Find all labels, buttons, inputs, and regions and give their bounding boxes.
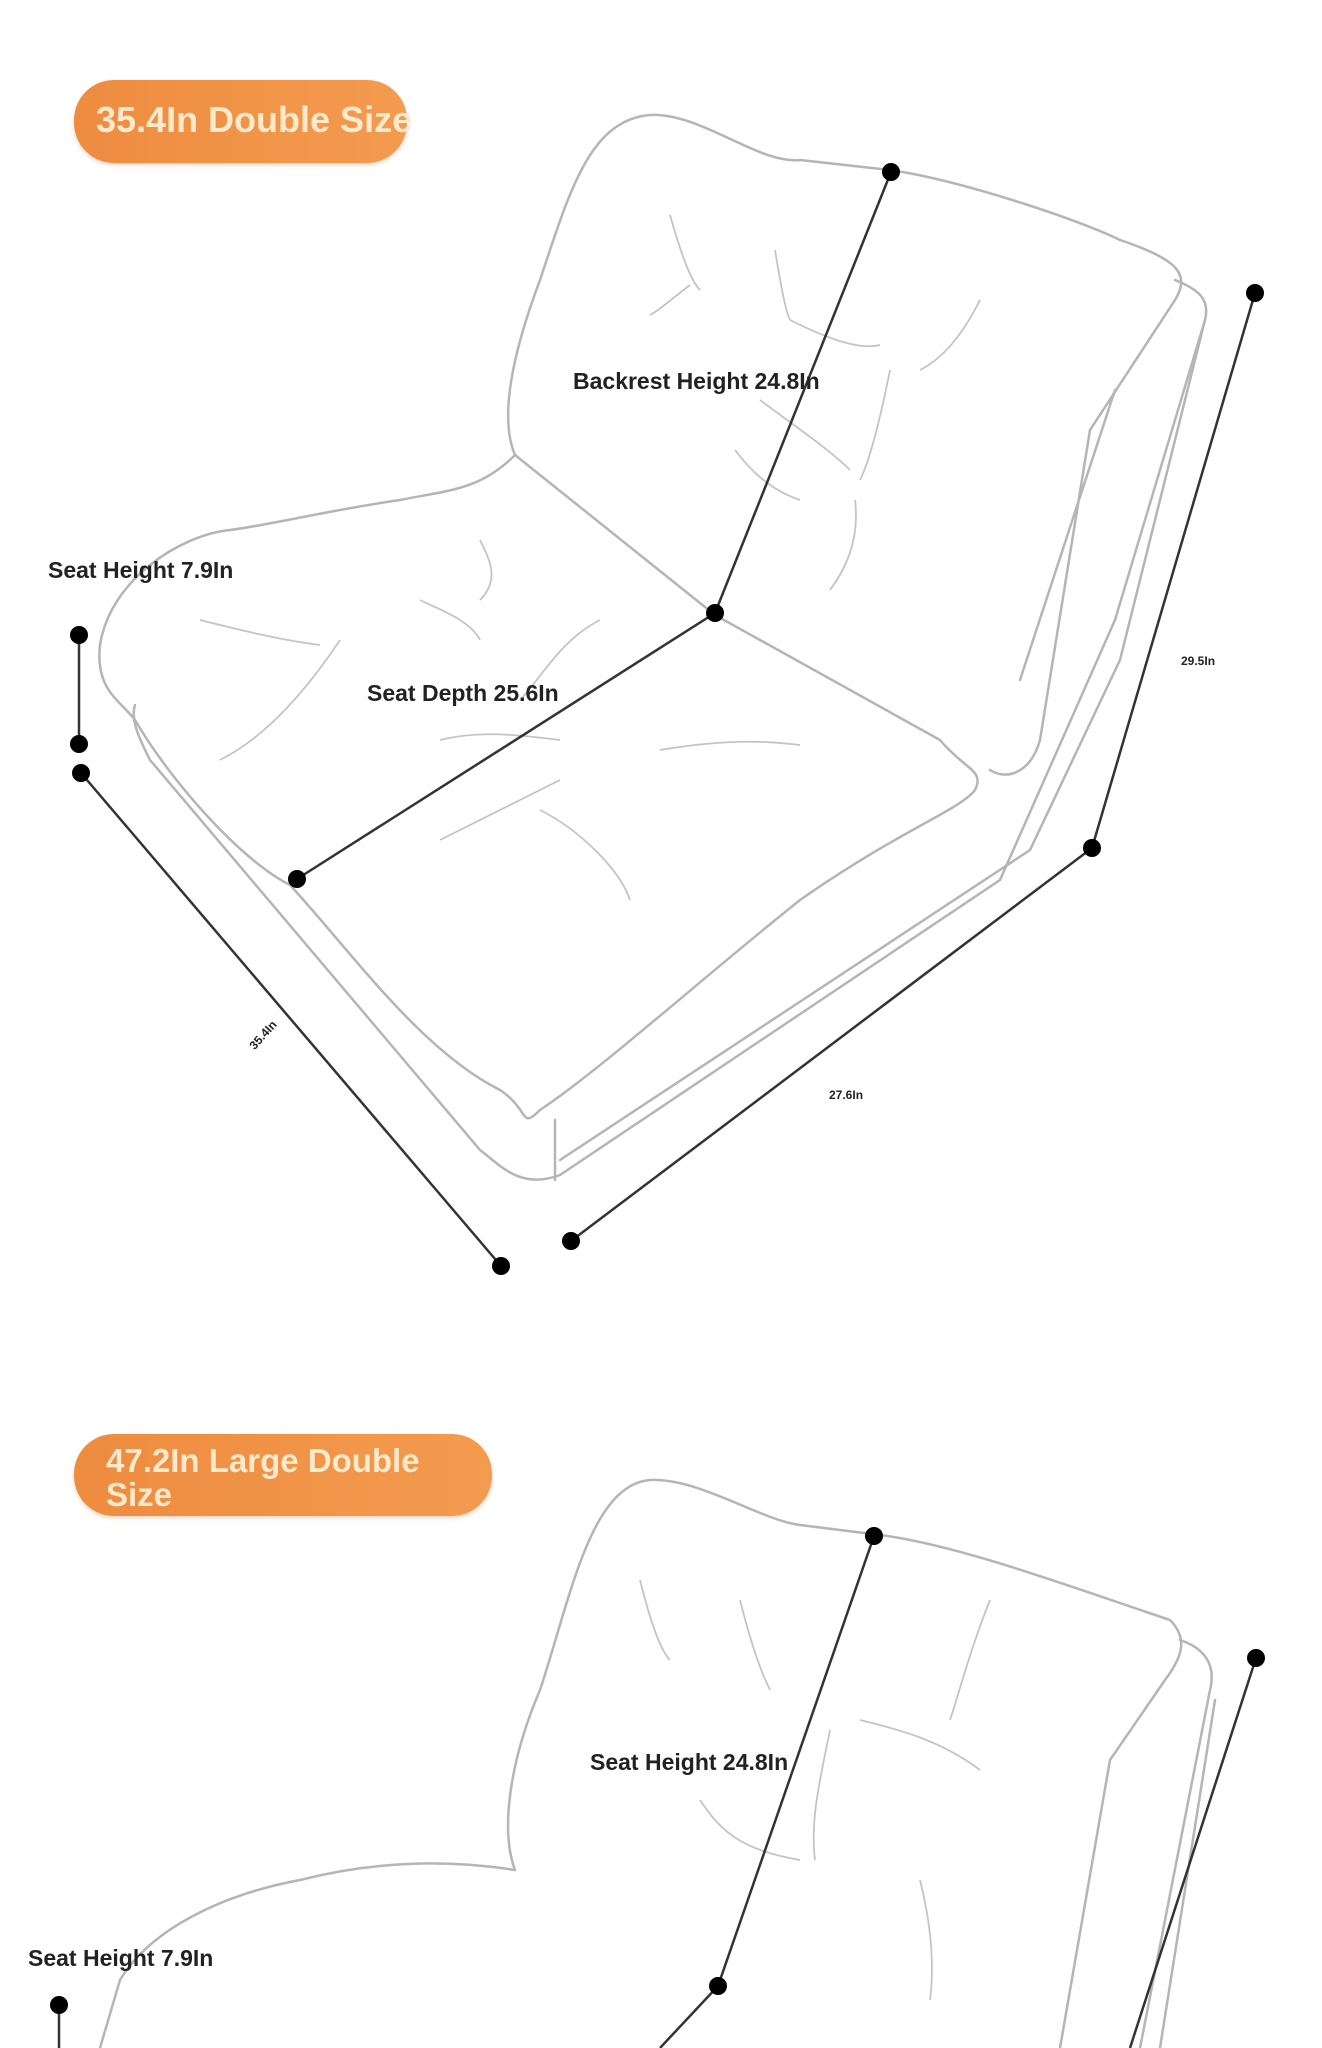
backrest-height-label: Backrest Height 24.8In <box>573 368 820 394</box>
backrest-height-label-2: Seat Height 24.8In <box>590 1749 789 1775</box>
chair-outline-1 <box>98 113 1208 1182</box>
size-badge-large-double: 47.2In Large Double Size <box>74 1434 492 1516</box>
dimension-lines-1 <box>70 163 1264 1275</box>
width-label: 27.6In <box>829 1088 864 1102</box>
seat-depth-label: Seat Depth 25.6In <box>367 680 559 706</box>
seat-height-label-2: Seat Height 7.9In <box>28 1945 214 1971</box>
seat-height-label: Seat Height 7.9In <box>48 557 234 583</box>
total-height-label: 29.5In <box>1181 654 1216 668</box>
size-badge-double: 35.4In Double Size <box>74 80 412 163</box>
dimension-lines-2 <box>50 1527 1265 2048</box>
